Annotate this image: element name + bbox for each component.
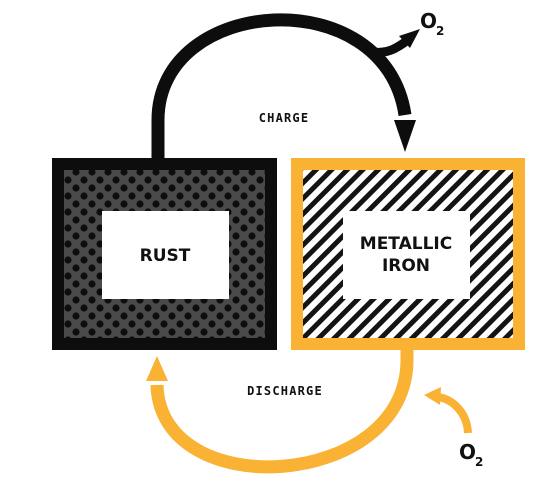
o2-top-label: O 2 <box>420 9 444 38</box>
iron-label-line1: METALLIC <box>360 234 452 254</box>
rust-label: RUST <box>140 246 191 266</box>
rust-label-box <box>102 211 229 299</box>
charge-label: CHARGE <box>259 111 310 125</box>
o2-top-main: O <box>420 9 437 33</box>
metallic-iron-box: METALLIC IRON <box>291 158 525 350</box>
discharge-label: DISCHARGE <box>247 384 323 398</box>
o2-bottom-sub: 2 <box>475 455 483 469</box>
discharge-arrow <box>146 350 414 474</box>
o2-bottom-label: O 2 <box>459 440 483 469</box>
rust-box: RUST <box>52 158 277 350</box>
charge-arrow <box>151 13 416 158</box>
o2-bottom-main: O <box>459 440 476 464</box>
o2-release-arrow <box>372 29 420 57</box>
iron-label-box <box>343 211 470 299</box>
o2-top-sub: 2 <box>436 24 444 38</box>
o2-intake-arrow <box>424 387 472 434</box>
iron-label-line2: IRON <box>382 256 430 276</box>
